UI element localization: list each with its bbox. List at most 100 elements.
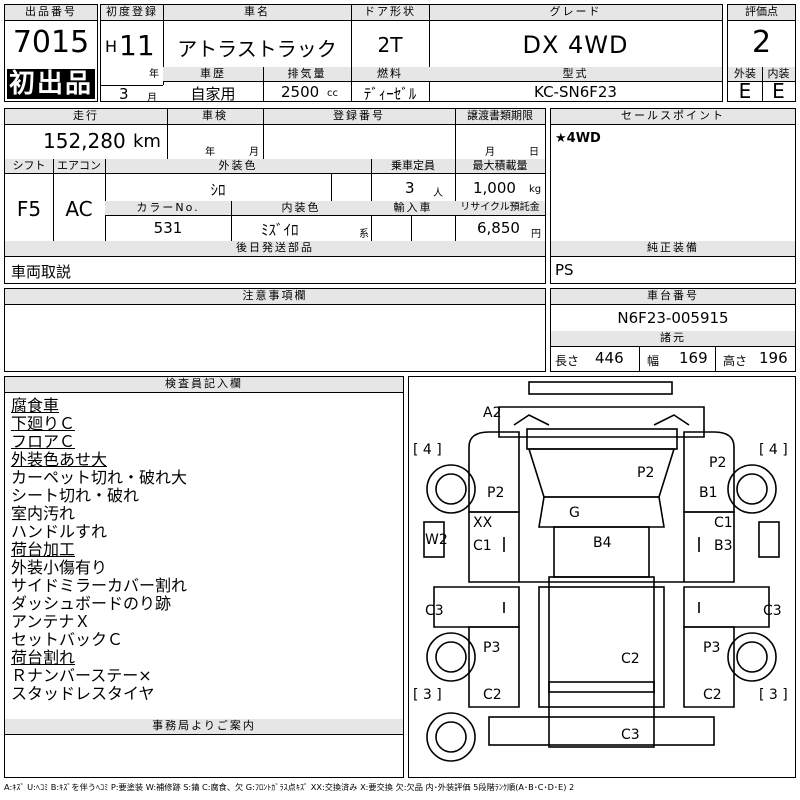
genuine-label: 純正装備 <box>551 241 795 257</box>
recycle-label: リサイクル預託金 <box>455 201 545 216</box>
car-history: 自家用 <box>190 85 236 103</box>
mark-a2: A2 <box>483 405 501 421</box>
reg-label: 初度登録 <box>101 5 163 21</box>
recycle-fee: 6,850 <box>477 219 520 237</box>
inspector-note: 荷台割れ <box>11 648 76 667</box>
score: 2 <box>751 25 772 60</box>
shift: F5 <box>16 197 42 221</box>
sales-label: セールスポイント <box>551 109 795 125</box>
inspection-label: 車検 <box>167 109 263 125</box>
inspector-note: カーペット切れ・破れ大 <box>11 468 188 487</box>
mark-front-right-tire: [ 4 ] <box>759 442 788 458</box>
car-name: アトラストラック <box>177 37 337 61</box>
grade: DX 4WD <box>522 31 629 59</box>
mark-rear-right-tire: [ 3 ] <box>759 687 788 703</box>
dims-label: 諸元 <box>551 331 795 347</box>
mark-w2: W2 <box>425 532 448 548</box>
mark-p3-right: P3 <box>703 640 720 656</box>
mark-p3-left: P3 <box>483 640 500 656</box>
fuel-label: 燃料 <box>351 67 429 82</box>
first-listing-badge: 初出品 <box>7 69 95 99</box>
transfer-label: 譲渡書類期限 <box>455 109 545 125</box>
capacity: 3 <box>405 179 415 197</box>
interior-grade: E <box>772 79 785 103</box>
mark-rear-left-tire: [ 3 ] <box>413 687 442 703</box>
score-box: 評価点 2 外装 内装 E E <box>727 4 796 103</box>
height-label: 高さ <box>723 354 748 368</box>
shift-label: シフト <box>5 159 53 174</box>
reg-month-unit: 月 <box>147 93 157 104</box>
capacity-unit: 人 <box>433 188 443 199</box>
history-label: 車歴 <box>163 67 263 82</box>
vehicle-outline: A2 [ 4 ] [ 4 ] P2 P2 P2 B1 G XX C1 C1 B4… <box>413 381 788 762</box>
inspector-note: ダッシュボードのり跡 <box>11 594 172 613</box>
ac-label: エアコン <box>53 159 105 174</box>
grade-label: グレード <box>429 5 722 21</box>
mark-c2-right: C2 <box>703 687 722 703</box>
mark-c1-right: C1 <box>714 515 733 531</box>
mark-c2-left: C2 <box>483 687 502 703</box>
mark-xx: XX <box>473 515 493 531</box>
inspector-note: サイドミラーカバー割れ <box>11 576 188 595</box>
damage-diagram: A2 [ 4 ] [ 4 ] P2 P2 P2 B1 G XX C1 C1 B4… <box>408 376 796 778</box>
mark-p2-windshield: P2 <box>637 465 654 481</box>
reg-era: H <box>105 37 118 56</box>
displacement-label: 排気量 <box>263 67 351 82</box>
mark-c3-right: C3 <box>763 603 782 619</box>
width-label: 幅 <box>647 354 660 368</box>
transfer-month-unit: 月 <box>485 147 495 158</box>
mileage-unit: km <box>133 131 161 152</box>
load-label: 最大積載量 <box>455 159 545 174</box>
inspector-label: 検査員記入欄 <box>5 377 403 393</box>
color-label: 外装色 <box>105 159 371 174</box>
inspector-note: シート切れ・破れ <box>11 486 140 505</box>
inspector-note: スタッドレスタイヤ <box>11 684 155 703</box>
mark-front-left-tire: [ 4 ] <box>413 442 442 458</box>
color-number: 531 <box>153 219 183 237</box>
chassis-box: 車台番号 N6F23-005915 諸元 長さ 446 幅 169 高さ 196 <box>550 288 796 372</box>
door-label: ドア形状 <box>351 5 429 21</box>
inspector-note: ハンドルすれ <box>11 522 108 541</box>
genuine-equipment: PS <box>555 261 574 279</box>
office-label: 事務局よりご案内 <box>5 719 403 735</box>
inspector-note: 外装色あせ大 <box>11 450 108 469</box>
inspector-note: フロアＣ <box>11 432 76 451</box>
inspector-note: 荷台加工 <box>11 540 76 559</box>
inspector-note: 室内汚れ <box>11 504 76 523</box>
inspector-note: Ｒナンバーステー× <box>11 666 152 685</box>
exterior-label: 外装 <box>728 67 762 82</box>
reg-month: 3 <box>119 85 129 103</box>
intcolor-unit: 系 <box>359 229 369 240</box>
mark-c3-left: C3 <box>425 603 444 619</box>
caution-label: 注意事項欄 <box>5 289 545 305</box>
fuel: ﾃﾞｨｰｾﾞﾙ <box>363 85 417 103</box>
inspector-note: アンテナＸ <box>11 612 91 631</box>
inspector-note: 外装小傷有り <box>11 558 108 577</box>
mark-b4: B4 <box>593 535 612 551</box>
load-unit: kg <box>529 184 542 195</box>
chassis-number: N6F23-005915 <box>617 309 729 327</box>
mark-g: G <box>569 505 580 521</box>
inspection-year-unit: 年 <box>205 147 215 158</box>
door-type: 2T <box>377 33 403 57</box>
length: 446 <box>595 349 624 367</box>
header-main-box: 初度登録 車名 ドア形状 グレード H 11 年 アトラストラック 2T DX … <box>100 4 723 104</box>
length-label: 長さ <box>555 354 580 368</box>
interior-color: ﾐｽﾞｲﾛ <box>261 221 299 239</box>
legend: A:ｷｽﾞ U:ﾍｺﾐ B:ｷｽﾞを伴うﾍｺﾐ P:要塗装 W:補修跡 S:錆 … <box>4 782 575 792</box>
ac: AC <box>65 197 93 221</box>
inspector-note: セットバックＣ <box>11 630 124 649</box>
displacement: 2500 <box>281 83 320 101</box>
import-label: 輸入車 <box>371 201 455 216</box>
car-name-label: 車名 <box>163 5 351 21</box>
recycle-unit: 円 <box>531 229 541 240</box>
inspector-note: 下廻りＣ <box>11 414 76 433</box>
later-parts-label: 後日発送部品 <box>5 241 545 257</box>
mark-c3-bumper: C3 <box>621 727 640 743</box>
displacement-unit: cc <box>327 88 338 99</box>
reg-year: 11 <box>119 29 155 62</box>
colorno-label: カラーNo. <box>105 201 231 216</box>
lot-number-label: 出品番号 <box>5 5 97 21</box>
